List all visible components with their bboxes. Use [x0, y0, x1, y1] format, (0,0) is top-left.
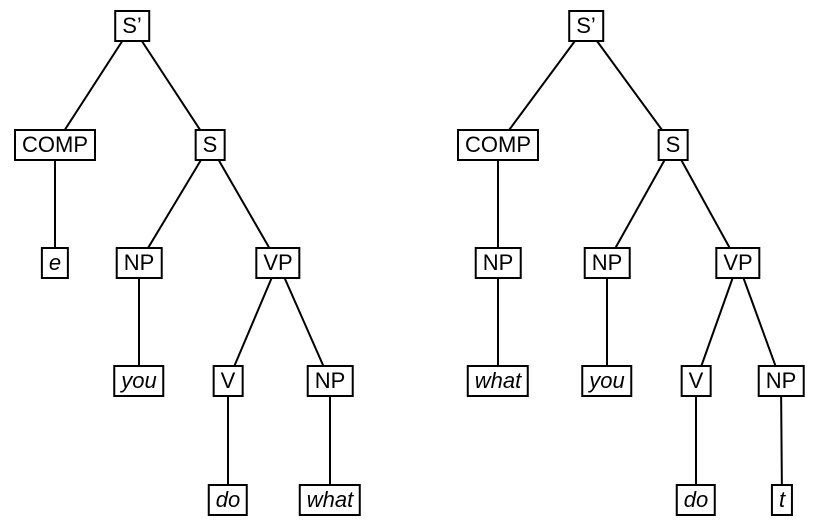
tree-node-label: V — [220, 368, 236, 393]
tree-edge-right-tree-sbar-s — [585, 25, 674, 146]
tree-node-label: e — [48, 250, 62, 275]
tree-node-label: do — [215, 487, 241, 512]
tree-node-right-tree-np-comp: NP — [474, 247, 522, 279]
tree-node-label: NP — [123, 250, 155, 275]
tree-node-label: V — [688, 368, 704, 393]
tree-node-label: what — [474, 368, 522, 393]
tree-node-label: VP — [263, 250, 293, 275]
tree-edge-left-tree-sbar-s — [131, 25, 211, 146]
tree-edge-right-tree-vp-v — [695, 262, 739, 382]
tree-node-label: NP — [482, 250, 514, 275]
tree-node-label: do — [683, 487, 709, 512]
tree-node-label: what — [306, 487, 354, 512]
tree-node-right-tree-v: V — [680, 365, 712, 397]
tree-node-right-tree-sbar: S’ — [568, 10, 604, 42]
tree-node-right-tree-do: do — [675, 484, 717, 516]
tree-node-left-tree-you: you — [113, 365, 165, 397]
tree-node-label: COMP — [465, 132, 531, 157]
tree-node-label: VP — [723, 250, 753, 275]
tree-node-left-tree-np-subj: NP — [115, 247, 163, 279]
tree-node-right-tree-s: S — [657, 129, 689, 161]
tree-node-right-tree-comp: COMP — [457, 129, 539, 161]
tree-node-label: you — [589, 368, 625, 393]
tree-edge-right-tree-s-vp — [672, 144, 739, 264]
tree-edge-left-tree-s-vp — [209, 144, 279, 264]
tree-node-left-tree-v: V — [212, 365, 244, 397]
tree-node-right-tree-np-obj: NP — [757, 365, 805, 397]
tree-node-label: NP — [314, 368, 346, 393]
tree-node-right-tree-what: what — [466, 365, 530, 397]
tree-edge-left-tree-vp-v — [227, 262, 279, 382]
tree-node-left-tree-s: S — [194, 129, 226, 161]
tree-node-left-tree-vp: VP — [255, 247, 301, 279]
tree-node-label: you — [121, 368, 157, 393]
tree-edge-left-tree-sbar-comp — [54, 25, 133, 146]
tree-node-left-tree-what: what — [298, 484, 362, 516]
tree-node-label: S — [202, 132, 218, 157]
tree-node-label: t — [778, 487, 786, 512]
tree-node-label: NP — [765, 368, 797, 393]
tree-node-right-tree-you: you — [581, 365, 633, 397]
tree-node-left-tree-comp: COMP — [14, 129, 96, 161]
tree-node-left-tree-e: e — [40, 247, 70, 279]
tree-node-label: S — [665, 132, 681, 157]
tree-edge-right-tree-np-obj-t — [780, 380, 783, 501]
tree-edge-left-tree-vp-np-obj — [277, 262, 331, 382]
tree-edge-right-tree-s-np-subj — [606, 144, 674, 264]
tree-edge-left-tree-s-np-subj — [138, 144, 211, 264]
tree-node-right-tree-vp: VP — [715, 247, 761, 279]
tree-node-label: S’ — [122, 13, 142, 38]
tree-node-left-tree-np-obj: NP — [306, 365, 354, 397]
tree-edge-right-tree-sbar-comp — [497, 25, 587, 146]
tree-node-left-tree-do: do — [207, 484, 249, 516]
tree-node-label: NP — [591, 250, 623, 275]
tree-node-right-tree-t: t — [770, 484, 794, 516]
tree-edge-right-tree-vp-np-obj — [737, 262, 782, 382]
tree-node-label: COMP — [22, 132, 88, 157]
tree-node-left-tree-sbar: S’ — [114, 10, 150, 42]
tree-node-right-tree-np-subj: NP — [583, 247, 631, 279]
tree-node-label: S’ — [576, 13, 596, 38]
